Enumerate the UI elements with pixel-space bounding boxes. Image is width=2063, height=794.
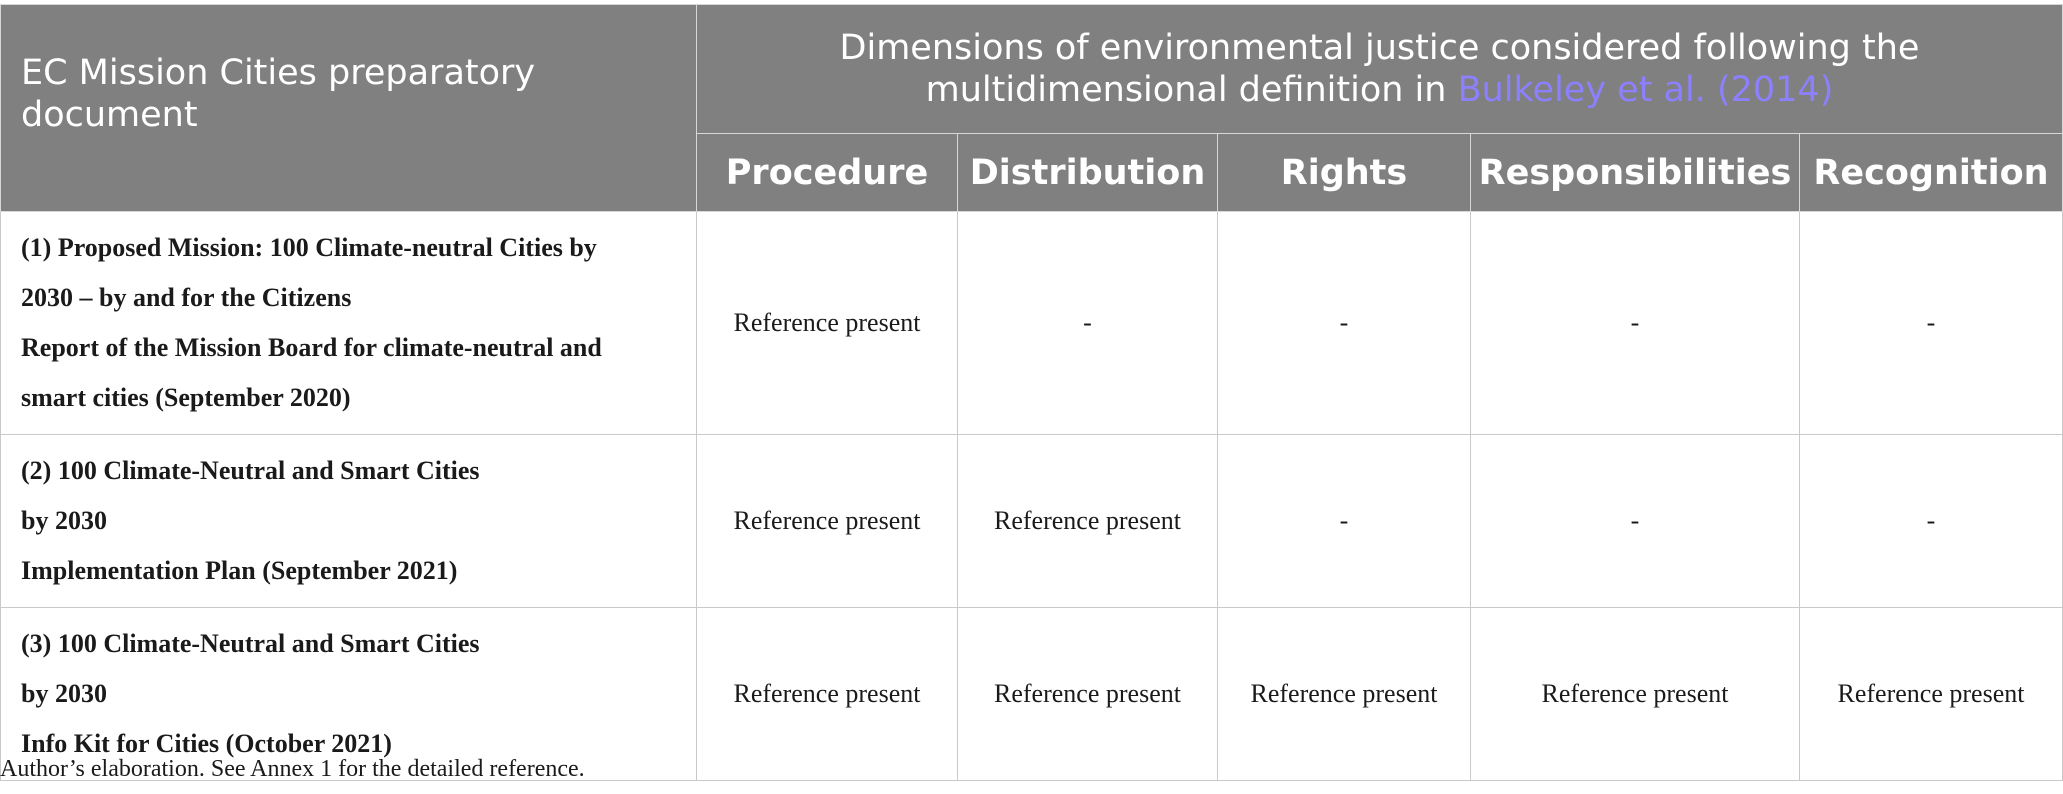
document-cell: (1) Proposed Mission: 100 Climate-neutra… [0,211,697,435]
document-line: (3) 100 Climate-Neutral and Smart Cities [21,629,480,658]
group-header: Dimensions of environmental justice cons… [696,3,2063,135]
document-cell: (3) 100 Climate-Neutral and Smart Cities… [0,607,697,781]
group-header-text: Dimensions of environmental justice cons… [839,28,1920,111]
table-cell-procedure: Reference present [696,607,958,781]
table-cell-responsibilities: - [1470,211,1800,435]
table-cell-procedure: Reference present [696,211,958,435]
document-line: Info Kit for Cities (October 2021) [21,729,392,758]
document-line: smart cities (September 2020) [21,383,351,412]
environmental-justice-table: EC Mission Cities preparatory document D… [0,3,2063,781]
column-header-rights: Rights [1217,133,1471,212]
table-cell-distribution: Reference present [957,607,1218,781]
column-header-responsibilities: Responsibilities [1470,133,1800,212]
table-row: (1) Proposed Mission: 100 Climate-neutra… [0,211,2063,435]
document-cell: (2) 100 Climate-Neutral and Smart Cities… [0,434,697,608]
document-line: (2) 100 Climate-Neutral and Smart Cities [21,456,480,485]
table-cell-distribution: Reference present [957,434,1218,608]
table-cell-recognition: - [1799,211,2063,435]
document-line: Implementation Plan (September 2021) [21,556,458,585]
table-row: (3) 100 Climate-Neutral and Smart Cities… [0,607,2063,781]
table-container: EC Mission Cities preparatory document D… [0,3,2063,781]
column-header-distribution: Distribution [957,133,1218,212]
table-footnote: Author’s elaboration. See Annex 1 for th… [0,756,585,782]
document-line: by 2030 [21,679,107,708]
corner-header: EC Mission Cities preparatory document [0,4,697,212]
column-header-recognition: Recognition [1799,133,2063,212]
table-cell-rights: Reference present [1217,607,1471,781]
table-cell-recognition: - [1799,434,2063,608]
citation-link[interactable]: Bulkeley et al. (2014) [1457,70,1834,111]
table-cell-responsibilities: Reference present [1470,607,1800,781]
column-header-procedure: Procedure [696,133,958,212]
document-line: (1) Proposed Mission: 100 Climate-neutra… [21,233,597,262]
table-cell-distribution: - [957,211,1218,435]
table-row: (2) 100 Climate-Neutral and Smart Cities… [0,434,2063,608]
table-cell-recognition: Reference present [1799,607,2063,781]
table-cell-responsibilities: - [1470,434,1800,608]
document-line: by 2030 [21,506,107,535]
table-cell-rights: - [1217,211,1471,435]
document-line: Report of the Mission Board for climate-… [21,333,602,362]
table-cell-rights: - [1217,434,1471,608]
document-line: 2030 – by and for the Citizens [21,283,352,312]
table-cell-procedure: Reference present [696,434,958,608]
